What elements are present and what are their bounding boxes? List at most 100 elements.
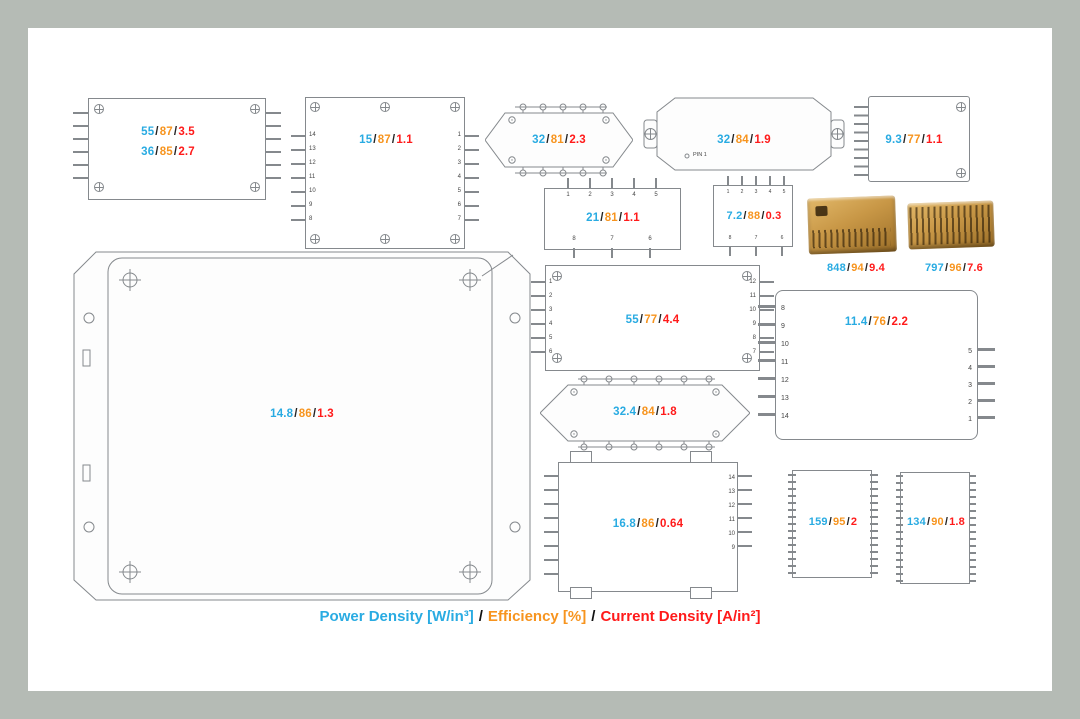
current-density-value: 4.4 [662, 314, 680, 326]
efficiency-value: 76 [872, 316, 887, 328]
separator: / [761, 210, 765, 222]
current-density-value: 2.2 [891, 316, 909, 328]
pin-number: 1 [726, 189, 730, 195]
corner-screw [310, 234, 320, 244]
pin-number: 8 [781, 305, 785, 312]
current-density-value: 1.3 [317, 408, 334, 420]
power-density-value: 32.4 [613, 406, 637, 418]
efficiency-value: 90 [931, 516, 944, 528]
pin-number: 7 [752, 349, 756, 355]
power-density-value: 21 [586, 212, 600, 224]
chassis-outline-drawing [73, 251, 531, 601]
corner-screw [450, 102, 460, 112]
module-j: 14.8/86/1.3 [72, 250, 532, 602]
pin-fins [909, 204, 993, 246]
current-density-value: 0.3 [765, 210, 782, 222]
power-density-value: 32 [532, 134, 546, 146]
module-p: 134/90/1.8 [894, 470, 978, 588]
pin-number: 12 [781, 377, 789, 384]
separator: / [391, 134, 396, 146]
pin-number: 3 [754, 189, 758, 195]
pin-column-left [291, 135, 305, 221]
corner-screw [956, 102, 966, 112]
power-density-value: 15 [359, 134, 373, 146]
separator: / [902, 134, 907, 146]
separator: / [828, 516, 832, 528]
pin-number: 12 [728, 503, 735, 509]
corner-screw [94, 182, 104, 192]
efficiency-value: 77 [644, 314, 658, 326]
pin-number: 4 [457, 174, 461, 180]
corner-screw [310, 102, 320, 112]
module-body [558, 462, 738, 592]
metrics-label: 16.8/86/0.64 [540, 518, 756, 530]
corner-screw [250, 182, 260, 192]
module-a: 55/87/3.5 36/85/2.7 [70, 96, 284, 206]
power-density-value: 7.2 [726, 210, 743, 222]
efficiency-value: 84 [641, 406, 655, 418]
pin-number: 4 [632, 192, 636, 198]
pin-number: 10 [781, 341, 789, 348]
pin-number: 10 [309, 188, 316, 194]
pin-number: 11 [728, 517, 735, 523]
separator: / [294, 408, 298, 420]
pin-number: 5 [654, 192, 658, 198]
current-density-value: 1.1 [396, 134, 413, 146]
current-density-value: 7.6 [967, 262, 984, 274]
separator: / [591, 608, 596, 625]
metrics-label: 7.2/88/0.3 [711, 210, 797, 222]
metrics-label: 848/94/9.4 [806, 262, 906, 274]
pin-number: 14 [309, 132, 316, 138]
module-l: 32.4/84/1.8 [540, 372, 750, 454]
separator: / [846, 516, 850, 528]
legend-efficiency: Efficiency [%] [487, 608, 587, 625]
separator: / [155, 146, 159, 158]
metrics-label: 14.8/86/1.3 [72, 408, 532, 420]
legend-current-density: Current Density [A/in²] [600, 608, 761, 625]
current-density-value: 1.8 [660, 406, 677, 418]
efficiency-value: 84 [735, 134, 749, 146]
module-body [775, 290, 978, 440]
pin-number: 7 [754, 235, 758, 241]
current-density-value: 2 [850, 516, 858, 528]
separator: / [887, 316, 891, 328]
pin-number: 12 [749, 279, 756, 285]
current-density-value: 0.64 [660, 518, 684, 530]
separator: / [962, 262, 967, 274]
separator: / [749, 134, 754, 146]
power-density-value: 32 [717, 134, 731, 146]
hex-outline-drawing [485, 103, 633, 177]
module-c: 32/81/2.3 [485, 100, 633, 180]
separator: / [478, 608, 483, 625]
power-density-value: 55 [141, 126, 155, 138]
pin-number: 9 [731, 545, 735, 551]
separator: / [864, 262, 869, 274]
pin-number: 14 [728, 475, 735, 481]
pin-number: 12 [309, 160, 316, 166]
separator: / [655, 518, 659, 530]
power-density-value: 134 [906, 516, 926, 528]
pin-number: 1 [549, 279, 553, 285]
pin-number: 5 [549, 335, 553, 341]
metrics-label: 9.3/77/1.1 [852, 134, 976, 146]
pin-number: 2 [549, 293, 553, 299]
pin-column-left [73, 112, 88, 179]
pin-column-left [896, 475, 903, 582]
separator: / [155, 126, 159, 138]
pin-row-top [727, 176, 785, 185]
separator: / [944, 262, 949, 274]
separator: / [637, 406, 641, 418]
power-density-value: 36 [141, 146, 155, 158]
power-density-value: 848 [826, 262, 846, 274]
pin-number: 11 [749, 293, 756, 299]
efficiency-value: 87 [377, 134, 391, 146]
pin-number: 1 [457, 132, 461, 138]
